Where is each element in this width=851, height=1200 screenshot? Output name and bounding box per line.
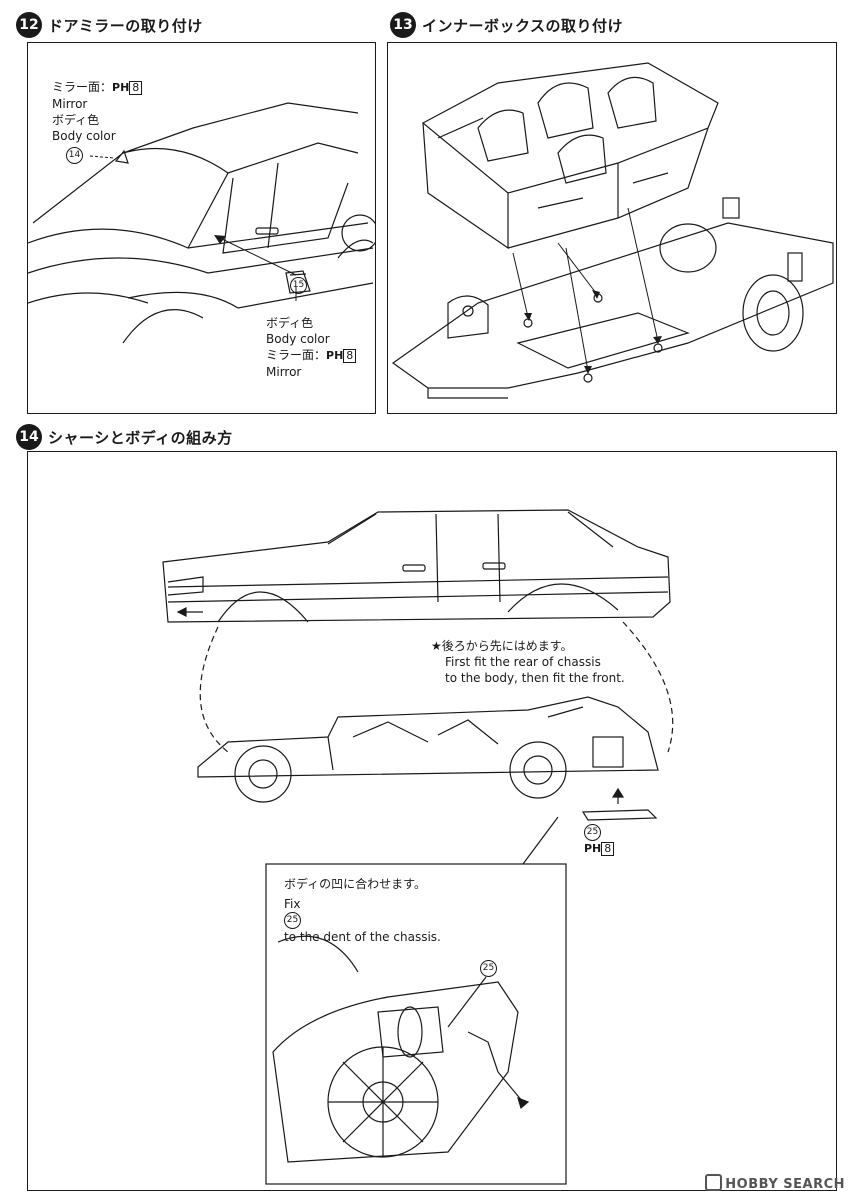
hobby-search-logo-icon — [705, 1174, 723, 1191]
step-13-number: 13 — [390, 12, 416, 38]
detail-instruction: ボディの凹に合わせます。 Fix 25 to the dent of the c… — [284, 877, 441, 944]
part-14-callout: 14 — [66, 147, 83, 164]
step-14-panel: ★後ろから先にはめます。 First fit the rear of chass… — [27, 451, 837, 1191]
step-13-panel — [387, 42, 837, 414]
part-14-number: 14 — [66, 147, 83, 164]
step-14-header: 14 シャーシとボディの組み方 — [16, 424, 233, 450]
watermark: HOBBY SEARCH — [705, 1174, 845, 1192]
part-25-number: 25 — [584, 824, 601, 841]
step-14-number: 14 — [16, 424, 42, 450]
door-mirror-illustration — [28, 102, 375, 344]
step-12-header: 12 ドアミラーの取り付け — [16, 12, 203, 38]
step-13-header: 13 インナーボックスの取り付け — [390, 12, 623, 38]
step-12-number: 12 — [16, 12, 42, 38]
step-13-title: インナーボックスの取り付け — [422, 16, 624, 35]
inner-box-illustration — [391, 62, 834, 399]
part-15-callout: 15 — [290, 277, 307, 294]
part-15-number: 15 — [290, 277, 307, 294]
step-12-title: ドアミラーの取り付け — [48, 16, 203, 35]
detail-part-25-callout: 25 — [480, 960, 497, 977]
step-14-title: シャーシとボディの組み方 — [48, 428, 233, 447]
assembly-order-note: ★後ろから先にはめます。 First fit the rear of chass… — [431, 639, 625, 685]
chassis-body-illustration — [162, 509, 674, 1185]
